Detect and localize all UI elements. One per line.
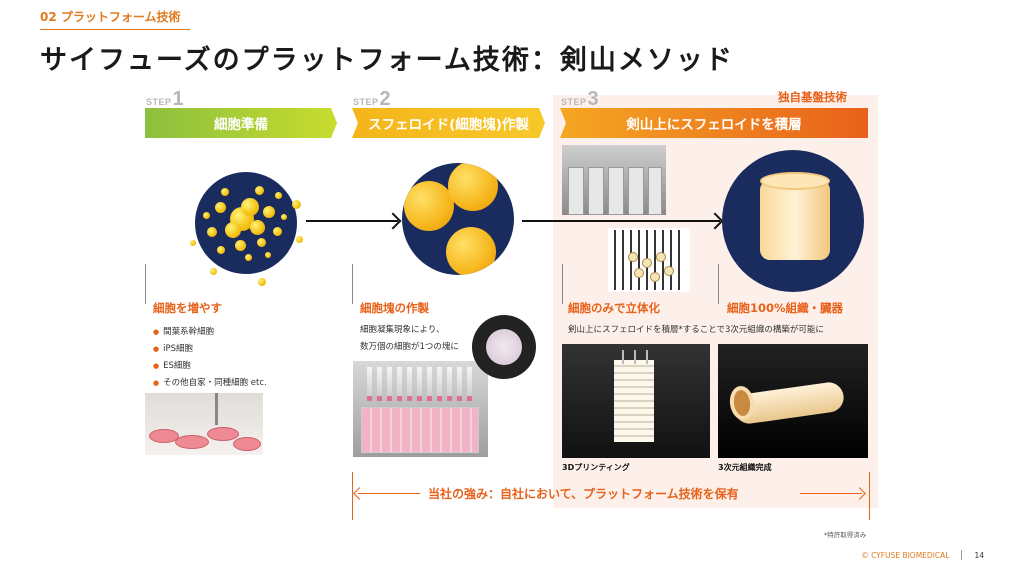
step2-banner: スフェロイド(細胞塊)作製 <box>352 108 545 138</box>
strength-arrow-left-icon <box>353 487 366 500</box>
tissue-complete-photo <box>718 344 868 458</box>
strength-line-left <box>358 493 420 494</box>
section-tag-underline <box>40 29 190 30</box>
cell-dot <box>258 278 266 286</box>
divider-line <box>145 264 146 304</box>
strength-bracket-right <box>869 472 870 520</box>
cell-dot <box>296 236 303 243</box>
step2-label: STEP2 <box>353 88 392 110</box>
step3-label: STEP3 <box>561 88 600 110</box>
step3-banner: 剣山上にスフェロイドを積層 <box>560 108 868 138</box>
printer-lab-photo <box>562 145 666 215</box>
spheroid-illustration <box>402 163 514 275</box>
footer-company: © CYFUSE BIOMEDICAL <box>861 550 950 560</box>
step1-banner: 細胞準備 <box>145 108 337 138</box>
caption-tissue-complete: 3次元組織完成 <box>718 463 772 472</box>
step1-heading: 細胞を増やす <box>153 301 222 315</box>
footer-separator <box>961 550 963 560</box>
cells-illustration <box>195 172 297 274</box>
step3-heading-right: 細胞100%組織・臓器 <box>727 301 844 315</box>
tissue-illustration <box>722 150 864 292</box>
caption-3d-printing: 3Dプリンティング <box>562 463 630 472</box>
divider-line <box>562 264 563 304</box>
list-item: 間葉系幹細胞 <box>153 324 267 341</box>
cell-dot <box>292 200 301 209</box>
step3-heading-left: 細胞のみで立体化 <box>568 301 660 315</box>
proprietary-label: 独自基盤技術 <box>778 90 847 104</box>
step1-number: 1 <box>172 88 185 110</box>
step2-heading: 細胞塊の作製 <box>360 301 429 315</box>
page-title: サイフューズのプラットフォーム技術：剣山メソッド <box>40 45 734 76</box>
3d-printing-photo <box>562 344 710 458</box>
section-tag: 02 プラットフォーム技術 <box>40 10 181 24</box>
spheroid-zoom-photo <box>472 315 536 379</box>
patent-footnote: *特許取得済み <box>824 531 867 539</box>
step3-number: 3 <box>587 88 600 110</box>
step2-text-2: 数万個の細胞が1つの塊に <box>360 342 459 352</box>
list-item: ES細胞 <box>153 358 267 375</box>
strength-statement: 当社の強み：自社において、プラットフォーム技術を保有 <box>428 487 739 501</box>
step2-text-1: 細胞凝集現象により、 <box>360 325 445 335</box>
divider-line <box>718 264 719 304</box>
step3-text: 剣山上にスフェロイドを積層*することで3次元組織の構築が可能に <box>568 325 824 335</box>
list-item: iPS細胞 <box>153 341 267 358</box>
footer: © CYFUSE BIOMEDICAL 14 <box>861 550 984 560</box>
arrow-step1-to-2 <box>306 220 398 222</box>
strength-bracket-left <box>352 472 353 520</box>
arrow-step2-to-3 <box>522 220 720 222</box>
needle-array-photo <box>608 228 690 292</box>
cell-type-list: 間葉系幹細胞 iPS細胞 ES細胞 その他自家・同種細胞 etc. <box>153 324 267 392</box>
step1-label: STEP1 <box>146 88 185 110</box>
step2-number: 2 <box>379 88 392 110</box>
divider-line <box>352 264 353 304</box>
page-number: 14 <box>974 550 984 560</box>
list-item: その他自家・同種細胞 etc. <box>153 375 267 392</box>
cell-dot <box>190 240 196 246</box>
strength-line-right <box>800 493 862 494</box>
culture-dish-photo <box>145 393 263 455</box>
cell-dot <box>210 268 217 275</box>
well-plate-photo <box>353 361 488 457</box>
